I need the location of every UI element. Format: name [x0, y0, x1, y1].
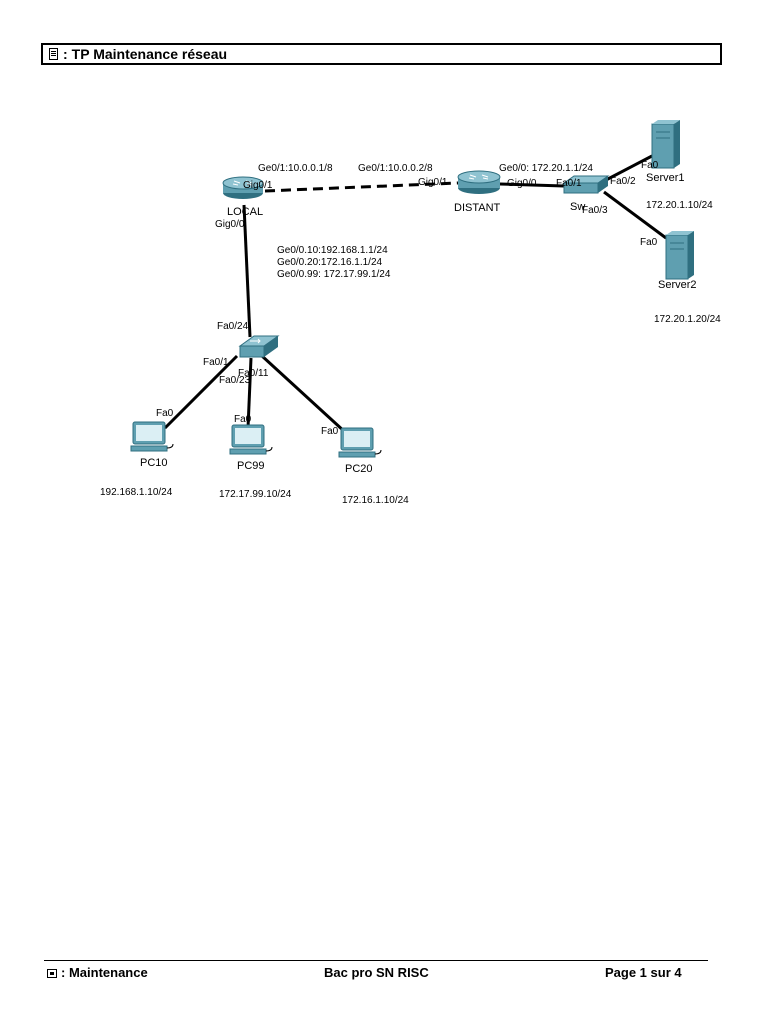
pc99-ip: 172.17.99.10/24 — [219, 489, 292, 500]
lswitch-fa023-label: Fa0/23 — [219, 375, 251, 386]
subinterface-99-address: Ge0/0.99: 172.17.99.1/24 — [277, 269, 391, 280]
router-distant-label: DISTANT — [454, 202, 501, 214]
server1-label: Server1 — [646, 172, 685, 184]
document-icon — [49, 48, 58, 60]
switch-icon[interactable] — [238, 335, 280, 358]
pc10-fa0-label: Fa0 — [156, 408, 174, 419]
switch-remote-label: Sw — [570, 201, 586, 213]
header-prefix: : — [63, 46, 68, 62]
pc-icon[interactable] — [229, 424, 273, 455]
footer-subject: Maintenance — [68, 965, 148, 980]
router-icon[interactable] — [457, 170, 501, 194]
subinterface-20-address: Ge0/0.20:172.16.1.1/24 — [277, 257, 383, 268]
distant-ge00-address: Ge0/0: 172.20.1.1/24 — [499, 163, 593, 174]
server1-ip: 172.20.1.10/24 — [646, 200, 713, 211]
link-switch-server2 — [603, 190, 667, 240]
link-lswitch-pc20 — [260, 354, 347, 434]
link-local-lswitch — [242, 204, 252, 338]
server2-label: Server2 — [658, 279, 697, 291]
router-local-label: LOCAL — [227, 206, 264, 218]
server-icon[interactable] — [651, 120, 680, 169]
local-gig01-label: Gig0/1 — [243, 180, 273, 191]
pc-icon[interactable] — [130, 421, 174, 452]
footer-left: : Maintenance — [47, 965, 148, 980]
footer-page-number: Page 1 sur 4 — [605, 965, 682, 980]
links — [163, 154, 667, 434]
footer-course: Bac pro SN RISC — [324, 965, 429, 980]
pc10-label: PC10 — [140, 457, 168, 469]
switch-fa03-label: Fa0/3 — [582, 205, 608, 216]
lswitch-fa024-label: Fa0/24 — [217, 321, 249, 332]
page-header: : TP Maintenance réseau — [41, 43, 722, 65]
link-distant-switch — [499, 182, 565, 188]
pc20-fa0-label: Fa0 — [321, 426, 339, 437]
switch-fa02-label: Fa0/2 — [610, 176, 636, 187]
pc10-ip: 192.168.1.10/24 — [100, 487, 173, 498]
link-switch-server1 — [605, 154, 653, 182]
distant-gig00-label: Gig0/0 — [507, 178, 537, 189]
footer-divider — [44, 960, 708, 961]
server1-fa0-label: Fa0 — [641, 160, 659, 171]
pc20-label: PC20 — [345, 463, 373, 475]
local-gig00-label: Gig0/0 — [215, 219, 245, 230]
subinterface-10-address: Ge0/0.10:192.168.1.1/24 — [277, 245, 388, 256]
pc20-ip: 172.16.1.10/24 — [342, 495, 409, 506]
link-lswitch-pc99 — [246, 357, 253, 429]
distant-gig01-label: Gig0/1 — [418, 177, 448, 188]
router-icon[interactable] — [222, 176, 264, 199]
computer-icon — [47, 969, 57, 978]
lswitch-fa01-label: Fa0/1 — [203, 357, 229, 368]
page-title: TP Maintenance réseau — [71, 46, 228, 62]
server-icon[interactable] — [665, 231, 694, 280]
link-lswitch-pc10 — [163, 354, 239, 430]
server2-fa0-label: Fa0 — [640, 237, 658, 248]
link-local-distant — [264, 181, 459, 193]
switch-icon[interactable] — [562, 175, 610, 194]
pc99-label: PC99 — [237, 460, 265, 472]
pc99-fa0-label: Fa0 — [234, 414, 252, 425]
switch-fa01-label: Fa0/1 — [556, 178, 582, 189]
local-ge01-address: Ge0/1:10.0.0.1/8 — [258, 163, 333, 174]
footer-prefix: : — [61, 965, 66, 980]
pc-icon[interactable] — [338, 427, 382, 458]
distant-ge01-address: Ge0/1:10.0.0.2/8 — [358, 163, 433, 174]
server2-ip: 172.20.1.20/24 — [654, 314, 721, 325]
lswitch-fa011-label: Fa0/11 — [238, 368, 269, 379]
